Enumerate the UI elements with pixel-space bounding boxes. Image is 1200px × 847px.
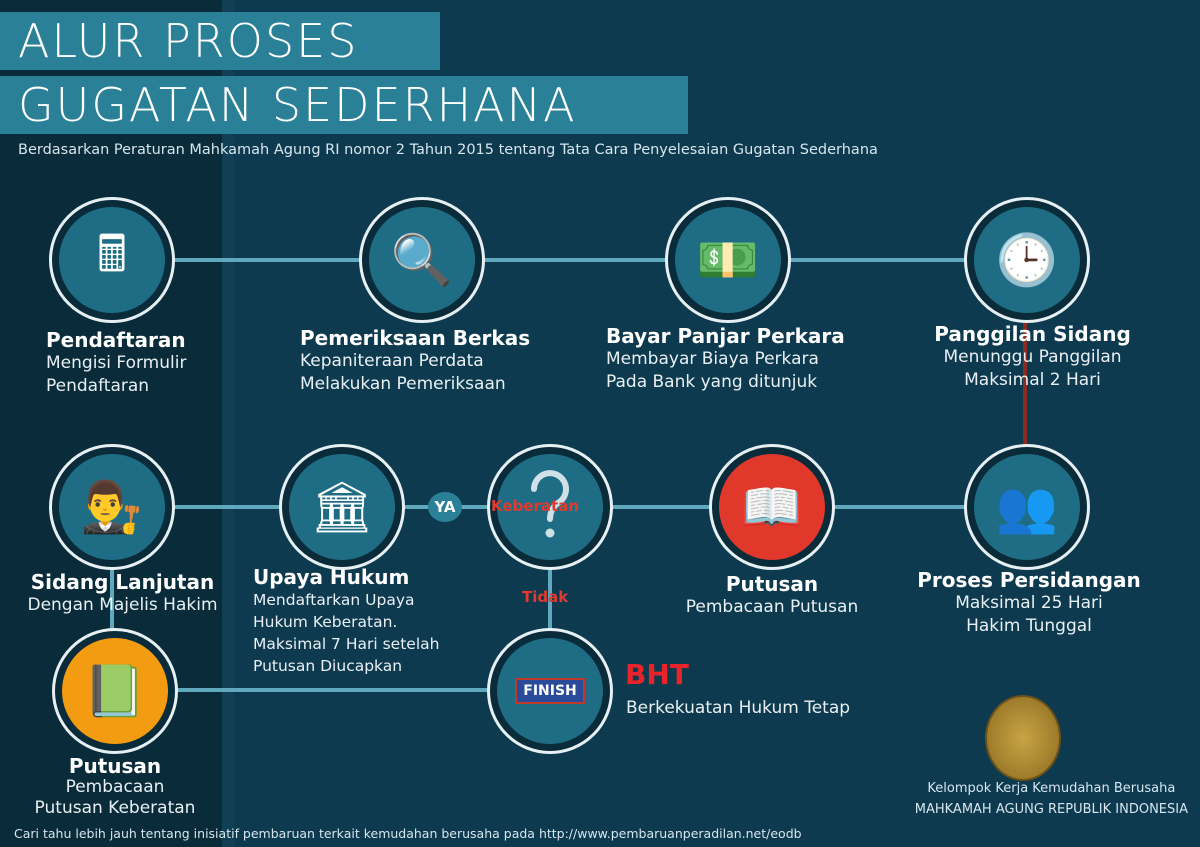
cash-register-icon: 🖩 <box>59 207 165 313</box>
step-title: Putusan <box>68 754 162 778</box>
panel-judges-icon: 👨‍⚖️ <box>59 454 165 560</box>
step-title: Putusan <box>725 572 819 596</box>
bht-title: BHT <box>625 658 689 691</box>
step-desc: Melakukan Pemeriksaan <box>300 374 506 394</box>
step-desc: Hukum Keberatan. <box>253 613 398 631</box>
org-line-1: Kelompok Kerja Kemudahan Berusaha <box>927 781 1176 796</box>
step-desc: Mendaftarkan Upaya <box>253 591 415 609</box>
finish-circle: FINISH <box>487 628 613 754</box>
step-title: Upaya Hukum <box>253 565 410 589</box>
judge-reading-icon: 📖 <box>719 454 825 560</box>
finish-banner-icon: FINISH <box>497 638 603 744</box>
step-desc: Menunggu Panggilan <box>943 347 1122 367</box>
step-desc: Pendaftaran <box>46 376 150 396</box>
step-bayar-circle: 💵 <box>665 197 791 323</box>
title-line-1: ALUR PROSES <box>0 12 440 70</box>
step-desc: Mengisi Formulir <box>46 353 187 373</box>
connector-left-down <box>110 505 114 690</box>
step-desc: Maksimal 25 Hari <box>955 593 1103 613</box>
step-title: Proses Persidangan <box>917 568 1141 592</box>
mahkamah-agung-seal-logo <box>985 695 1061 781</box>
connector-row1 <box>112 258 1027 262</box>
step-title: Pemeriksaan Berkas <box>300 326 531 350</box>
step-title: Panggilan Sidang <box>934 322 1131 346</box>
connector-down <box>1023 260 1027 505</box>
subtitle: Berdasarkan Peraturan Mahkamah Agung RI … <box>18 142 878 158</box>
step-title: Sidang Lanjutan <box>30 570 215 594</box>
step-title: Bayar Panjar Perkara <box>606 324 845 348</box>
org-line-2: MAHKAMAH AGUNG REPUBLIK INDONESIA <box>914 802 1188 817</box>
step-desc: Maksimal 2 Hari <box>964 370 1101 390</box>
step-desc: Hakim Tunggal <box>966 616 1092 636</box>
hearing-icon: 👥 <box>974 454 1080 560</box>
step-panggilan-circle: 🕒 <box>964 197 1090 323</box>
title-line-2: GUGATAN SEDERHANA <box>0 76 688 134</box>
step-pemeriksaan-circle: 🔍 <box>359 197 485 323</box>
invoice-money-icon: 💵 <box>675 207 781 313</box>
step-desc: Pembacaan <box>65 777 165 797</box>
step-desc: Putusan Keberatan <box>34 798 196 818</box>
question-mark-shape <box>531 470 569 538</box>
step-putusan-keberatan-circle: 📗 <box>52 628 178 754</box>
connector-tidak <box>548 505 552 690</box>
step-sidang-lanjutan-circle: 👨‍⚖️ <box>49 444 175 570</box>
document-magnifier-icon: 🔍 <box>369 207 475 313</box>
footer-note: Cari tahu lebih jauh tentang inisiatif p… <box>14 826 802 841</box>
yes-label: YA <box>428 492 462 522</box>
step-putusan-circle: 📖 <box>709 444 835 570</box>
decision-label: Keberatan <box>491 497 579 515</box>
connector-row3 <box>112 688 550 692</box>
step-desc: Putusan Diucapkan <box>253 657 403 675</box>
step-desc: Pada Bank yang ditunjuk <box>606 372 818 392</box>
step-desc: Pembacaan Putusan <box>685 597 859 617</box>
reader-icon: 📗 <box>62 638 168 744</box>
finish-banner-text: FINISH <box>515 678 585 704</box>
decision-circle <box>487 444 613 570</box>
step-pendaftaran-circle: 🖩 <box>49 197 175 323</box>
step-desc: Kepaniteraan Perdata <box>300 351 484 371</box>
divider-stripe <box>222 0 234 847</box>
courthouse-icon: 🏛 <box>289 454 395 560</box>
step-persidangan-circle: 👥 <box>964 444 1090 570</box>
step-upaya-circle: 🏛 <box>279 444 405 570</box>
step-desc: Maksimal 7 Hari setelah <box>253 635 440 653</box>
bht-desc: Berkekuatan Hukum Tetap <box>626 698 851 718</box>
no-label: Tidak <box>522 588 569 606</box>
question-icon <box>497 454 603 560</box>
clock-icon: 🕒 <box>974 207 1080 313</box>
step-desc: Membayar Biaya Perkara <box>606 349 819 369</box>
step-title: Pendaftaran <box>46 328 186 352</box>
step-desc: Dengan Majelis Hakim <box>27 595 218 615</box>
